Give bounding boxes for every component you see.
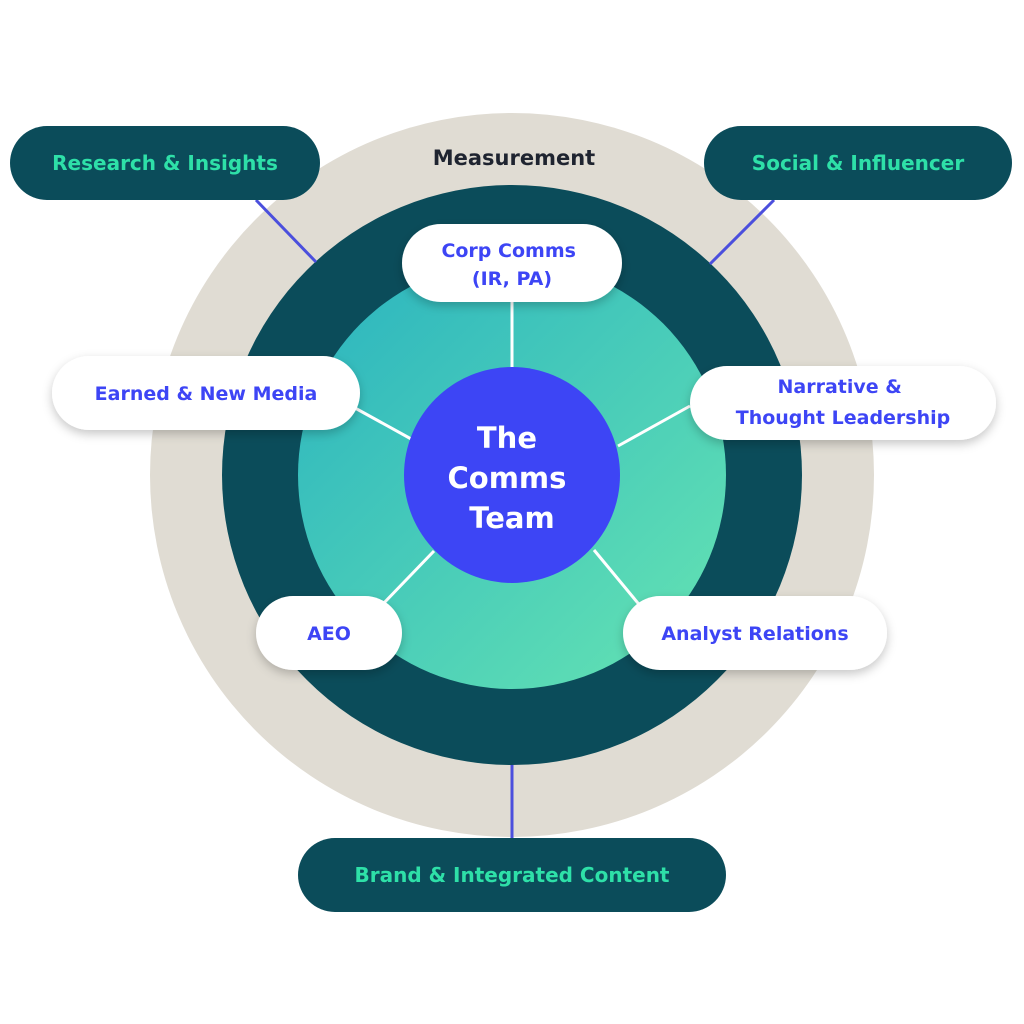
inner-pill-aeo-label: AEO	[307, 623, 351, 645]
center-circle	[404, 367, 620, 583]
inner-pill-earned	[52, 356, 360, 430]
inner-pill-analyst-label: Analyst Relations	[661, 623, 848, 645]
center-label: The Comms Team	[447, 421, 576, 535]
inner-pill-aeo	[256, 596, 402, 670]
inner-pill-analyst	[623, 596, 887, 670]
inner-pill-narrative-line-1: Narrative &	[778, 376, 902, 398]
inner-pill-corp-label: Corp Comms (IR, PA)	[441, 240, 582, 290]
inner-pill-narrative-label: Narrative & Thought Leadership	[736, 376, 951, 429]
center-line-1: The	[477, 421, 537, 455]
inner-pill-corp	[402, 224, 622, 302]
connector-analyst	[592, 549, 644, 609]
outer-pill-brand: Brand & Integrated Content	[298, 838, 726, 912]
center-line-3: Team	[469, 501, 554, 535]
inner-pill-corp-line-1: Corp Comms	[441, 240, 575, 262]
inner-pill-corp-line-2: (IR, PA)	[472, 268, 552, 290]
inner-pill-narrative	[690, 366, 996, 440]
connector-earned	[354, 406, 414, 442]
outer-pill-brand-label: Brand & Integrated Content	[355, 863, 670, 887]
inner-pill-earned-label: Earned & New Media	[95, 383, 318, 405]
connector-aeo	[380, 549, 436, 607]
inner-pill-narrative-line-2: Thought Leadership	[736, 407, 951, 429]
center-line-2: Comms	[447, 461, 566, 495]
connector-narrative	[617, 404, 691, 448]
connector-research	[254, 198, 318, 264]
outer-pill-social: Social & Influencer	[704, 126, 1012, 200]
outer-pill-research-label: Research & Insights	[52, 151, 278, 175]
outer-pill-research: Research & Insights	[10, 126, 320, 200]
connector-social	[708, 198, 776, 266]
measurement-label: Measurement	[433, 146, 595, 170]
outer-pill-social-label: Social & Influencer	[752, 151, 965, 175]
